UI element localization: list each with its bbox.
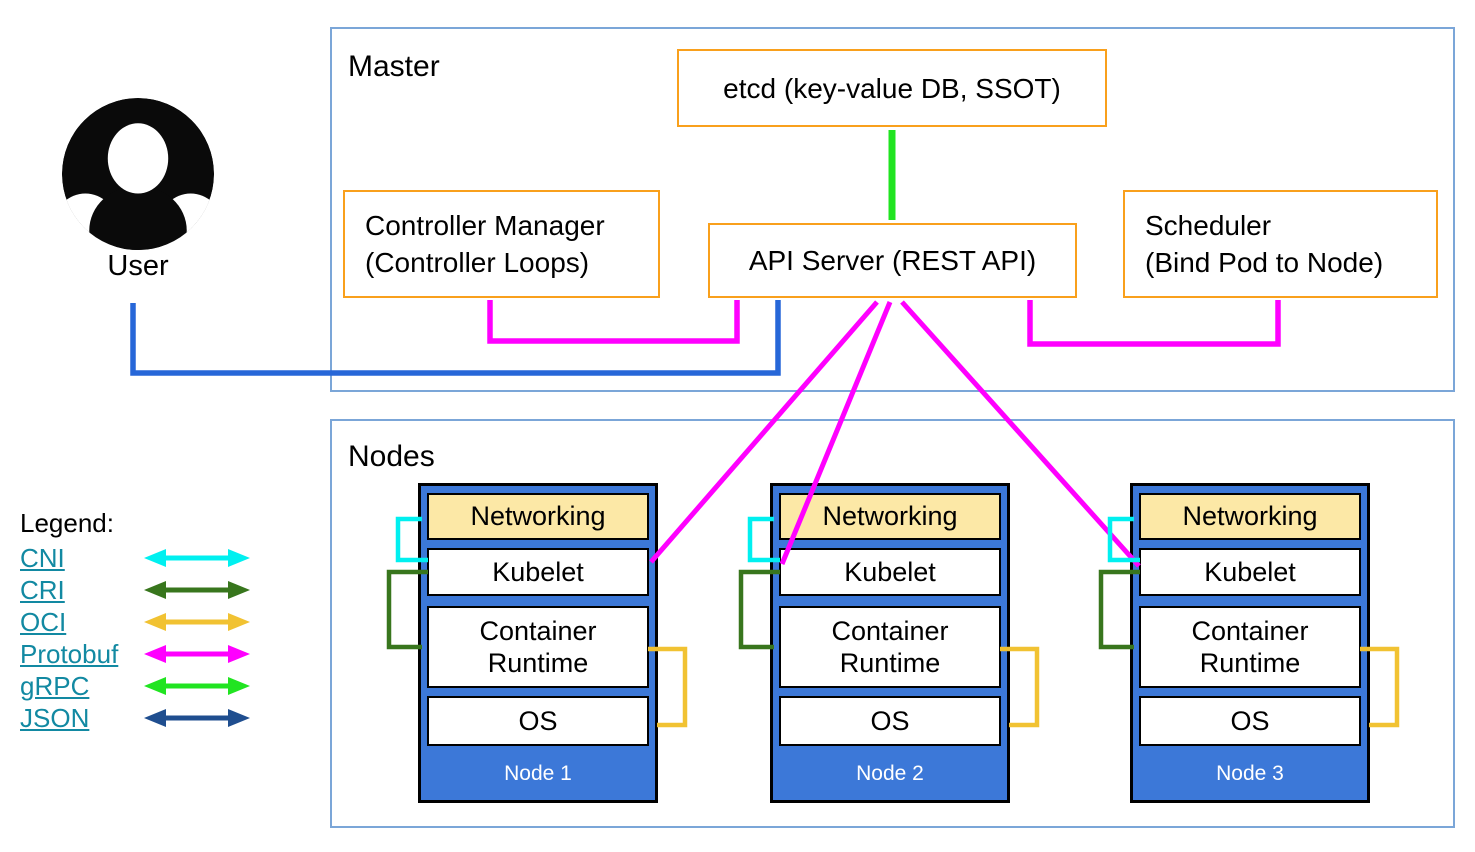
nodes-label: Nodes	[348, 440, 435, 473]
master-label: Master	[348, 50, 440, 83]
legend: Legend: CNI CRI OCI Protobuf gRP	[20, 508, 280, 734]
nodes-frame	[330, 419, 1455, 828]
user-icon	[61, 97, 215, 251]
node-box-2: Networking Kubelet Container Runtime OS …	[770, 483, 1010, 803]
node2-layer-networking: Networking	[779, 493, 1001, 540]
json-arrow-sample	[144, 709, 250, 727]
node1-layer-os: OS	[427, 696, 649, 746]
etcd-box: etcd (key-value DB, SSOT)	[677, 49, 1107, 127]
legend-item-oci: OCI	[20, 606, 280, 638]
legend-link-protobuf[interactable]: Protobuf	[20, 638, 119, 669]
legend-item-cri: CRI	[20, 574, 280, 606]
legend-item-json: JSON	[20, 702, 280, 734]
node1-name: Node 1	[504, 762, 572, 785]
legend-link-cri[interactable]: CRI	[20, 574, 65, 605]
legend-item-protobuf: Protobuf	[20, 638, 280, 670]
node1-layer-kubelet: Kubelet	[427, 548, 649, 596]
oci-arrow-sample	[144, 613, 250, 631]
legend-item-cni: CNI	[20, 542, 280, 574]
legend-title: Legend:	[20, 508, 114, 538]
legend-link-grpc[interactable]: gRPC	[20, 670, 90, 701]
controller-manager-box: Controller Manager (Controller Loops)	[343, 190, 660, 298]
node1-layer-networking: Networking	[427, 493, 649, 540]
node3-name: Node 3	[1216, 762, 1284, 785]
api-server-label: API Server (REST API)	[748, 245, 1037, 276]
node3-layer-container-runtime: Container Runtime	[1139, 606, 1361, 688]
node2-layer-os: OS	[779, 696, 1001, 746]
node-box-1: Networking Kubelet Container Runtime OS …	[418, 483, 658, 803]
scheduler-label-line2: (Bind Pod to Node)	[1145, 247, 1384, 278]
node2-layer-container-runtime: Container Runtime	[779, 606, 1001, 688]
etcd-label: etcd (key-value DB, SSOT)	[723, 72, 1061, 104]
controller-manager-label-line2: (Controller Loops)	[365, 247, 590, 278]
node3-layer-os: OS	[1139, 696, 1361, 746]
node2-name: Node 2	[856, 762, 924, 785]
legend-link-cni[interactable]: CNI	[20, 542, 65, 573]
api-server-box: API Server (REST API)	[708, 223, 1077, 298]
cri-arrow-sample	[144, 581, 250, 599]
node1-layer-container-runtime: Container Runtime	[427, 606, 649, 688]
node3-layer-kubelet: Kubelet	[1139, 548, 1361, 596]
controller-manager-label-line1: Controller Manager	[365, 210, 605, 241]
scheduler-label-line1: Scheduler	[1145, 210, 1272, 241]
grpc-arrow-sample	[144, 677, 250, 695]
legend-item-grpc: gRPC	[20, 670, 280, 702]
legend-link-oci[interactable]: OCI	[20, 606, 67, 637]
node2-layer-kubelet: Kubelet	[779, 548, 1001, 596]
node-box-3: Networking Kubelet Container Runtime OS …	[1130, 483, 1370, 803]
master-frame	[330, 27, 1455, 392]
node3-layer-networking: Networking	[1139, 493, 1361, 540]
scheduler-box: Scheduler (Bind Pod to Node)	[1123, 190, 1438, 298]
legend-link-json[interactable]: JSON	[20, 702, 90, 733]
user-label: User	[107, 250, 169, 282]
cni-arrow-sample	[144, 549, 250, 567]
protobuf-arrow-sample	[144, 645, 250, 663]
